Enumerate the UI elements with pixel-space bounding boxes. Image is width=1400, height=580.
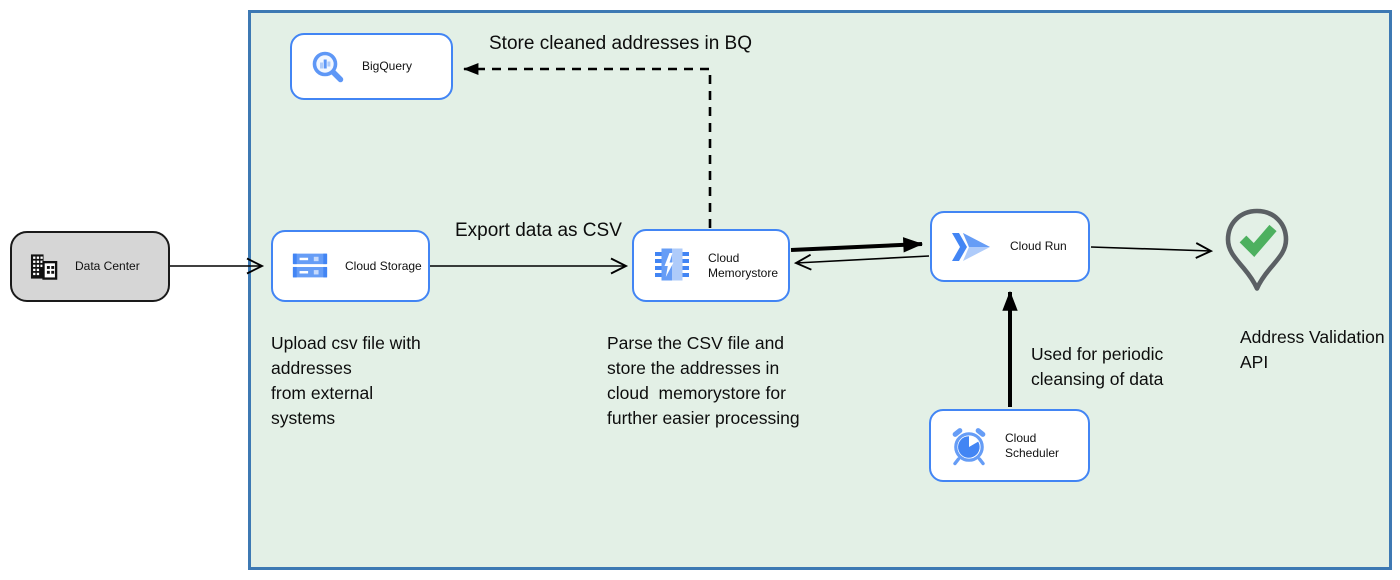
node-cloud-run[interactable]: Cloud Run: [930, 211, 1090, 282]
annotation-periodic-cleansing: Used for periodic cleansing of data: [1031, 344, 1164, 389]
node-bigquery[interactable]: BigQuery: [290, 33, 453, 100]
bigquery-icon: [312, 51, 344, 82]
node-cloud-memorystore[interactable]: Cloud Memorystore: [632, 229, 790, 302]
node-label-cloud-memorystore: Cloud Memorystore: [708, 250, 779, 280]
cloud-scheduler-icon: [952, 427, 986, 465]
node-cloud-storage[interactable]: Cloud Storage: [271, 230, 430, 302]
node-label-cloud-storage: Cloud Storage: [345, 258, 422, 273]
annotation-parse-csv: Parse the CSV file and store the address…: [607, 333, 800, 428]
memorystore-icon: [655, 248, 689, 281]
node-label-data-center: Data Center: [75, 259, 140, 273]
edge-label-store-bq: Store cleaned addresses in BQ: [489, 33, 752, 54]
validation-api-label: Address Validation API: [1240, 327, 1385, 372]
node-label-bigquery: BigQuery: [362, 59, 413, 73]
cloud-run-icon: [952, 232, 990, 261]
node-cloud-scheduler[interactable]: Cloud Scheduler: [929, 409, 1090, 482]
address-validation-pin[interactable]: [1220, 206, 1294, 310]
edge-label-export-csv: Export data as CSV: [455, 220, 622, 241]
gcp-boundary-box[interactable]: [248, 10, 1392, 570]
check-icon: [1239, 224, 1277, 257]
building-icon: [30, 254, 58, 280]
node-label-cloud-scheduler: Cloud Scheduler: [1005, 430, 1060, 460]
node-data-center[interactable]: Data Center: [10, 231, 170, 302]
annotation-upload-csv: Upload csv file with addresses from exte…: [271, 333, 421, 428]
cloud-storage-icon: [292, 253, 328, 278]
node-label-cloud-run: Cloud Run: [1010, 239, 1067, 253]
